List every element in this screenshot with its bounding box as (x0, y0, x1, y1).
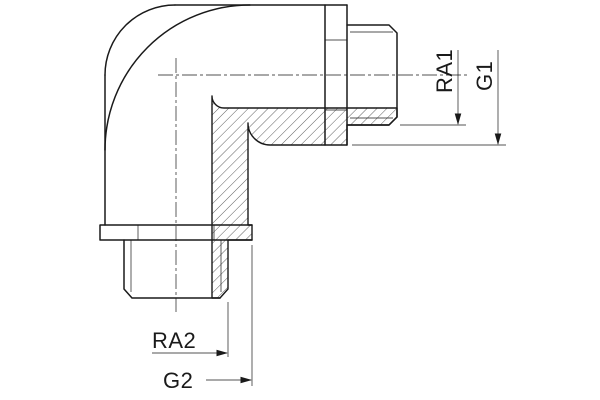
port1-thread-minor (350, 31, 393, 119)
port1-hex-flats (325, 39, 347, 111)
thread-detail-lines (130, 31, 393, 292)
dimension-ra2: RA2 (152, 302, 229, 357)
dimension-g2: G2 (163, 245, 253, 393)
dimension-ra1: RA1 (400, 49, 466, 126)
label-ra1: RA1 (432, 49, 457, 93)
ra1-arrow-icon (454, 113, 462, 125)
g2-arrow-icon (240, 376, 252, 384)
port2-thread (123, 239, 221, 299)
ra2-arrow-icon (216, 349, 228, 357)
port2-thread-minor (130, 240, 222, 292)
label-g2: G2 (163, 368, 193, 393)
label-g1: G1 (472, 61, 497, 91)
section-hatch (211, 95, 398, 299)
port2-hex-flats (137, 225, 215, 240)
centerlines (158, 58, 468, 312)
port1-thread (346, 24, 398, 126)
body-transition-arc (104, 4, 251, 151)
label-ra2: RA2 (152, 328, 196, 353)
outer-corner-arc (104, 4, 176, 76)
g1-arrow-icon (494, 133, 502, 145)
dimension-g1: G1 (352, 50, 506, 146)
